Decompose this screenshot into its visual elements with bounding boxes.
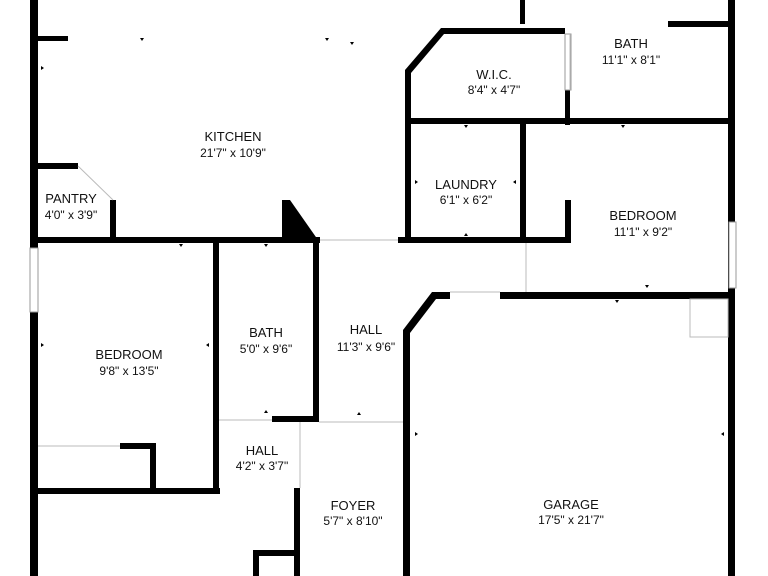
wall-closet-top (120, 443, 156, 449)
label-garage-dims: 17'5" x 21'7" (538, 513, 604, 527)
label-hall2-name: HALL (246, 443, 279, 458)
tick (140, 38, 144, 41)
wall-garage-corner (403, 292, 450, 576)
label-kitchen-name: KITCHEN (204, 129, 261, 144)
label-hall2-dims: 4'2" x 3'7" (236, 459, 288, 473)
room-labels: KITCHEN 21'7" x 10'9" PANTRY 4'0" x 3'9"… (45, 36, 677, 528)
openings (38, 34, 729, 488)
tick (621, 125, 625, 128)
wall-closet-right (150, 443, 156, 491)
label-garage-name: GARAGE (543, 497, 599, 512)
dimension-ticks (41, 38, 724, 493)
label-wic-name: W.I.C. (476, 67, 511, 82)
wall-foyer-stub (253, 550, 294, 556)
label-hall1-name: HALL (350, 322, 383, 337)
wall-bedroom1-left (565, 200, 571, 243)
window-left-bedroom (29, 247, 39, 313)
pantry-angle (77, 165, 114, 201)
label-foyer-dims: 5'7" x 8'10" (323, 514, 382, 528)
wall-pantry-top (30, 163, 78, 169)
wall-garage-right (728, 292, 735, 576)
label-pantry-name: PANTRY (45, 191, 97, 206)
label-foyer-name: FOYER (331, 498, 376, 513)
tick (350, 42, 354, 45)
tick (179, 244, 183, 247)
window-laundry (564, 33, 572, 91)
wall-bath2-left (213, 243, 219, 491)
wall-pantry-right (110, 200, 116, 242)
tick (615, 300, 619, 303)
wall-laundry-left (405, 118, 411, 243)
wall-hall-top-right (398, 237, 571, 243)
tick (41, 66, 44, 70)
label-wic-dims: 8'4" x 4'7" (468, 83, 520, 97)
tick (464, 233, 468, 236)
window-right-bedroom (728, 221, 737, 289)
label-kitchen-dims: 21'7" x 10'9" (200, 146, 266, 160)
tick (145, 490, 149, 493)
tick (357, 412, 361, 415)
label-laundry-dims: 6'1" x 6'2" (440, 193, 492, 207)
label-bath1-name: BATH (614, 36, 648, 51)
wall-right-exterior-upper (728, 120, 735, 292)
wall-bath-right (728, 0, 735, 125)
wall-top-stub (520, 0, 525, 24)
label-bath2-dims: 5'0" x 9'6" (240, 342, 292, 356)
tick (721, 432, 724, 436)
tick (415, 180, 418, 184)
wall-garage-top (500, 292, 735, 299)
label-bath1-dims: 11'1" x 8'1" (602, 53, 660, 67)
garage-fixture (689, 298, 729, 338)
label-bedroom2-name: BEDROOM (95, 347, 162, 362)
wall-wic-bottom (405, 118, 735, 124)
wall-left-stub (30, 36, 68, 41)
wall-laundry-right (520, 118, 526, 243)
tick (264, 410, 268, 413)
wall-foyer-left (294, 488, 300, 576)
wall-bath-mid (565, 90, 570, 125)
wall-kitchen-bottom (30, 237, 320, 243)
tick (264, 244, 268, 247)
label-laundry-name: LAUNDRY (435, 177, 497, 192)
tick (513, 180, 516, 184)
tick (415, 432, 418, 436)
label-bedroom2-dims: 9'8" x 13'5" (99, 364, 158, 378)
tick (206, 343, 209, 347)
tick (41, 343, 44, 347)
wall-bath2-bottom (272, 416, 319, 422)
tick (645, 285, 649, 288)
wall-corner-wedge (282, 200, 318, 240)
walls (30, 0, 735, 576)
label-pantry-dims: 4'0" x 3'9" (45, 208, 97, 222)
tick (464, 125, 468, 128)
wall-bedroom2-bottom (30, 488, 220, 494)
windows (29, 33, 737, 313)
label-bedroom1-dims: 11'1" x 9'2" (614, 225, 672, 239)
wall-bath-stub (668, 21, 735, 27)
wall-bath2-right (313, 243, 319, 418)
tick (325, 38, 329, 41)
label-hall1-dims: 11'3" x 9'6" (337, 340, 395, 354)
label-bath2-name: BATH (249, 325, 283, 340)
wall-foyer-stub-v (253, 550, 259, 576)
label-bedroom1-name: BEDROOM (609, 208, 676, 223)
